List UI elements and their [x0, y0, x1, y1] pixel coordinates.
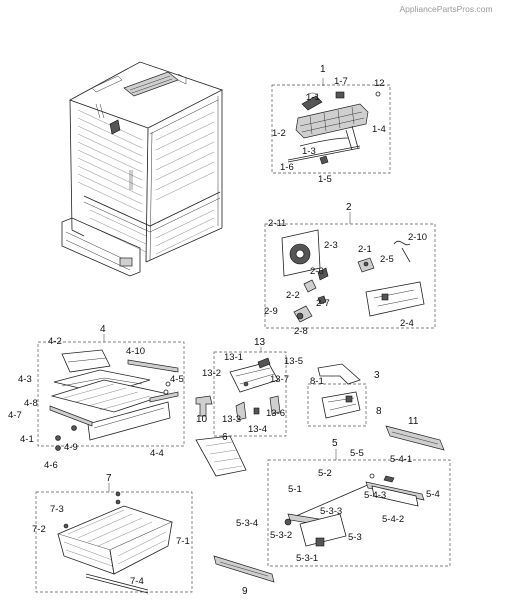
group-5-assembly — [267, 449, 451, 567]
label-3: 3 — [374, 370, 380, 381]
label-5-3: 5-3 — [348, 532, 362, 543]
label-1-1: 1-1 — [306, 92, 320, 103]
label-7-4: 7-4 — [130, 576, 144, 587]
label-2-2: 2-2 — [286, 290, 300, 301]
label-5-1: 5-1 — [288, 484, 302, 495]
label-4-6: 4-6 — [44, 460, 58, 471]
refrigerator-cabinet — [61, 61, 224, 277]
label-2-8: 2-8 — [294, 326, 308, 337]
standalone-parts — [195, 363, 445, 583]
label-13-2: 13-2 — [202, 368, 221, 379]
label-13-7: 13-7 — [270, 374, 289, 385]
label-4-10: 4-10 — [126, 346, 145, 357]
label-5-4: 5-4 — [426, 489, 440, 500]
label-2-4: 2-4 — [400, 318, 414, 329]
label-7-3: 7-3 — [50, 504, 64, 515]
label-10: 10 — [196, 414, 208, 425]
label-4-9: 4-9 — [64, 442, 78, 453]
label-4-1: 4-1 — [20, 434, 34, 445]
label-13-1: 13-1 — [224, 352, 243, 363]
label-2-3: 2-3 — [324, 240, 338, 251]
label-4-7: 4-7 — [8, 410, 22, 421]
label-7-2: 7-2 — [32, 524, 46, 535]
label-5-4-2: 5-4-2 — [382, 514, 404, 525]
label-4-2: 4-2 — [48, 336, 62, 347]
label-5-3-4: 5-3-4 — [236, 518, 258, 529]
label-5: 5 — [332, 438, 338, 449]
label-5-4-1: 5-4-1 — [390, 454, 412, 465]
label-1-6: 1-6 — [280, 162, 294, 173]
label-13-6: 13-6 — [266, 408, 285, 419]
label-13-4: 13-4 — [248, 424, 267, 435]
label-5-4-3: 5-4-3 — [364, 490, 386, 501]
label-8: 8 — [376, 406, 382, 417]
label-13-3: 13-3 — [222, 414, 241, 425]
label-1-3: 1-3 — [302, 146, 316, 157]
label-1-4: 1-4 — [372, 124, 386, 135]
label-5-3-3: 5-3-3 — [320, 506, 342, 517]
label-2-11: 2-11 — [268, 218, 286, 229]
group-4-freezer-drawer — [37, 334, 185, 451]
label-2-9: 2-9 — [264, 306, 278, 317]
label-7-1: 7-1 — [176, 536, 190, 547]
label-11: 11 — [408, 416, 419, 427]
group-8-assembly — [307, 383, 367, 427]
group-1-control-assembly — [271, 78, 391, 174]
label-5-3-2: 5-3-2 — [270, 530, 292, 541]
label-2-7: 2-7 — [316, 298, 330, 309]
label-5-3-1: 5-3-1 — [296, 553, 318, 564]
label-13: 13 — [254, 337, 266, 348]
label-2-6: 2-6 — [310, 266, 324, 277]
label-8-1: 8-1 — [310, 376, 324, 387]
label-2-1: 2-1 — [358, 244, 372, 255]
label-2-5: 2-5 — [380, 254, 394, 265]
group-13-assembly — [213, 347, 287, 437]
label-12: 12 — [374, 78, 385, 89]
label-4-3: 4-3 — [18, 374, 32, 385]
label-9: 9 — [242, 586, 248, 597]
group-2-ice-fan-assembly — [264, 212, 436, 329]
label-1-7: 1-7 — [334, 76, 348, 87]
label-1-2: 1-2 — [272, 128, 286, 139]
label-5-2: 5-2 — [318, 468, 332, 479]
label-7: 7 — [106, 473, 112, 484]
label-13-5: 13-5 — [284, 356, 303, 367]
label-4-8: 4-8 — [24, 398, 38, 409]
label-4: 4 — [100, 324, 106, 335]
label-1: 1 — [320, 64, 326, 75]
group-7-lower-basket — [35, 483, 193, 594]
label-6: 6 — [222, 432, 228, 443]
label-5-5: 5-5 — [350, 448, 364, 459]
label-2: 2 — [346, 202, 352, 213]
label-4-4: 4-4 — [150, 448, 164, 459]
label-4-5: 4-5 — [170, 374, 184, 385]
label-2-10: 2-10 — [408, 232, 427, 243]
label-1-5: 1-5 — [318, 174, 332, 185]
watermark-text: AppliancePartsPros.com — [399, 4, 492, 14]
part-labels: 1 1-7 12 1-1 1-2 1-4 1-3 1-6 1-5 2 2-11 … — [8, 64, 440, 597]
